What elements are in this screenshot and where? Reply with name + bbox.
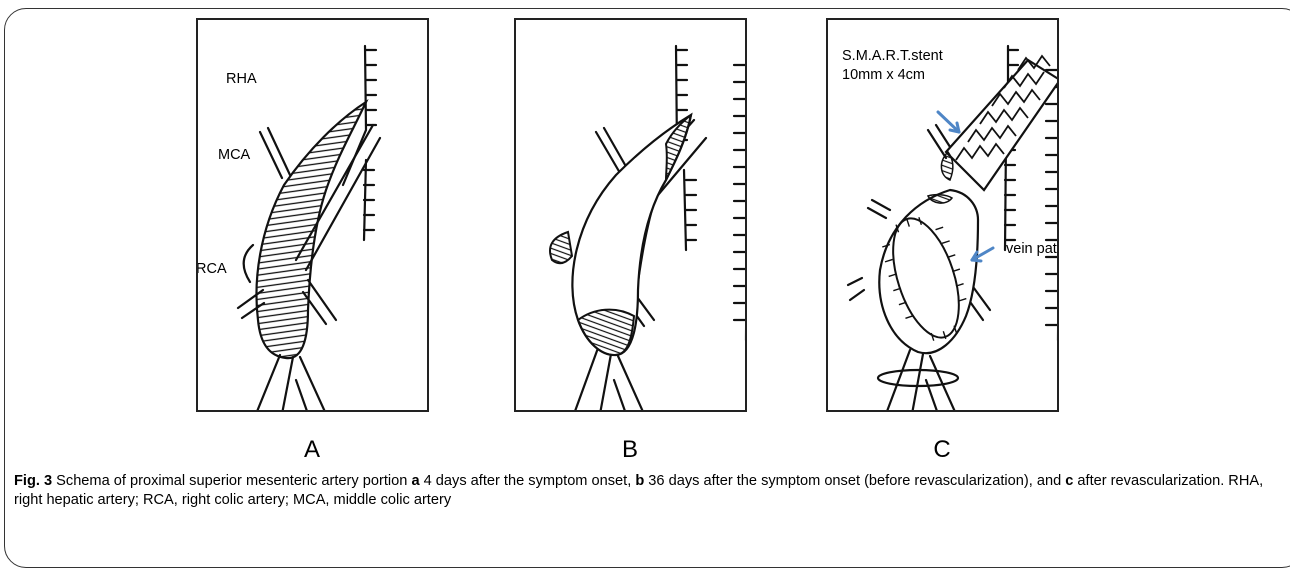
panel-label-c: C bbox=[912, 436, 972, 464]
stent-arrow bbox=[938, 112, 959, 132]
side-branch-stump bbox=[550, 232, 572, 263]
panel-label-b: B bbox=[600, 436, 660, 464]
panel-label-a: A bbox=[282, 436, 342, 464]
label-stent-line1: S.M.A.R.T.stent bbox=[842, 47, 943, 65]
residual-thrombus-lower bbox=[578, 310, 634, 355]
label-vein-patch: vein patch bbox=[1006, 240, 1059, 258]
panel-c: S.M.A.R.T.stent 10mm x 4cm vein patch bbox=[826, 18, 1059, 412]
label-rha: RHA bbox=[226, 70, 257, 88]
caption-ref-a: a bbox=[411, 473, 419, 489]
caption-fig-label: Fig. 3 bbox=[14, 473, 52, 489]
caption-text-3: 36 days after the symptom onset (before … bbox=[644, 473, 1065, 489]
caption-ref-b: b bbox=[635, 473, 644, 489]
label-mca: MCA bbox=[218, 146, 250, 164]
caption-text-1: Schema of proximal superior mesenteric a… bbox=[52, 473, 411, 489]
panel-a: RHA MCA RCA bbox=[196, 18, 429, 412]
label-rca: RCA bbox=[196, 260, 227, 278]
figure-caption: Fig. 3 Schema of proximal superior mesen… bbox=[14, 472, 1276, 510]
repaired-artery bbox=[879, 190, 978, 353]
panel-b-drawing bbox=[516, 20, 747, 412]
panel-b bbox=[514, 18, 747, 412]
stent-graft bbox=[946, 60, 1059, 190]
label-stent-line2: 10mm x 4cm bbox=[842, 66, 925, 84]
caption-text-2: 4 days after the symptom onset, bbox=[420, 473, 636, 489]
